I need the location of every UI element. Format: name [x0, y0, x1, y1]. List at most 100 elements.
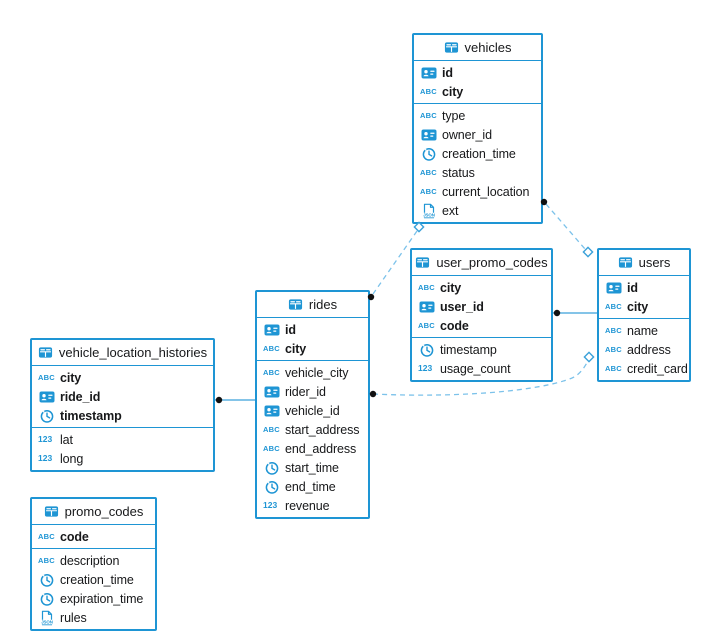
many-end-diamond-marker — [582, 246, 594, 258]
id-type-icon — [263, 384, 281, 400]
column-vehicle_location_histories-long[interactable]: 123 long — [32, 449, 213, 468]
table-title: vehicles — [464, 40, 512, 55]
column-vehicles-city[interactable]: ABC city — [414, 82, 541, 101]
time-type-icon — [263, 460, 281, 476]
table-title: vehicle_location_histories — [58, 345, 208, 360]
table-header[interactable]: vehicle_location_histories — [32, 340, 213, 366]
time-type-icon — [420, 146, 438, 162]
column-name: city — [440, 280, 462, 295]
relationship-line — [545, 203, 586, 250]
column-name: city — [285, 341, 307, 356]
column-rides-rider_id[interactable]: rider_id — [257, 382, 368, 401]
table-icon — [618, 255, 633, 270]
text-type-icon: ABC — [263, 367, 280, 377]
column-vehicles-owner_id[interactable]: owner_id — [414, 125, 541, 144]
one-end-dot-marker — [215, 396, 223, 404]
many-end-diamond-marker — [583, 351, 595, 363]
column-user_promo_codes-timestamp[interactable]: timestamp — [412, 340, 551, 359]
column-user_promo_codes-user_id[interactable]: user_id — [412, 297, 551, 316]
column-name: current_location — [442, 184, 530, 199]
column-name: timestamp — [60, 408, 122, 423]
relationship-vehicle_location_histories-rides[interactable] — [215, 396, 255, 404]
column-name: long — [60, 451, 84, 466]
column-name: end_time — [285, 479, 336, 494]
column-promo_codes-creation_time[interactable]: creation_time — [32, 570, 155, 589]
column-vehicles-id[interactable]: id — [414, 63, 541, 82]
column-vehicles-creation_time[interactable]: creation_time — [414, 144, 541, 163]
number-type-icon: 123 — [38, 434, 53, 445]
column-rides-start_time[interactable]: start_time — [257, 458, 368, 477]
column-name: city — [442, 84, 464, 99]
text-type-icon: ABC — [420, 86, 437, 96]
id-type-icon — [38, 389, 56, 405]
column-name: id — [285, 322, 296, 337]
table-header[interactable]: users — [599, 250, 689, 276]
column-rides-end_time[interactable]: end_time — [257, 477, 368, 496]
column-name: usage_count — [440, 361, 511, 376]
column-name: code — [440, 318, 469, 333]
column-name: rules — [60, 610, 87, 625]
column-name: user_id — [440, 299, 484, 314]
time-type-icon — [38, 591, 56, 607]
number-type-icon: 123 — [263, 500, 278, 511]
column-vehicle_location_histories-timestamp[interactable]: timestamp — [32, 406, 213, 425]
column-rides-vehicle_city[interactable]: ABC vehicle_city — [257, 363, 368, 382]
table-header[interactable]: vehicles — [414, 35, 541, 61]
column-promo_codes-rules[interactable]: JSON rules — [32, 608, 155, 627]
column-name: end_address — [285, 441, 357, 456]
table-header[interactable]: rides — [257, 292, 368, 318]
svg-text:JSON: JSON — [423, 212, 435, 217]
table-icon — [44, 504, 59, 519]
text-type-icon: ABC — [605, 325, 622, 335]
svg-text:JSON: JSON — [41, 619, 53, 624]
table-header[interactable]: user_promo_codes — [412, 250, 551, 276]
column-name: city — [627, 299, 649, 314]
column-promo_codes-expiration_time[interactable]: expiration_time — [32, 589, 155, 608]
column-name: timestamp — [440, 342, 497, 357]
text-type-icon: ABC — [420, 110, 437, 120]
column-name: vehicle_city — [285, 365, 349, 380]
table-icon — [444, 40, 459, 55]
table-header[interactable]: promo_codes — [32, 499, 155, 525]
column-name: expiration_time — [60, 591, 144, 606]
number-type-icon: 123 — [38, 453, 53, 464]
column-name: ride_id — [60, 389, 101, 404]
column-rides-id[interactable]: id — [257, 320, 368, 339]
relationship-user_promo_codes-users[interactable] — [553, 309, 597, 317]
id-type-icon — [420, 65, 438, 81]
column-users-id[interactable]: id — [599, 278, 689, 297]
column-rides-vehicle_id[interactable]: vehicle_id — [257, 401, 368, 420]
column-name: credit_card — [627, 361, 688, 376]
column-vehicle_location_histories-ride_id[interactable]: ride_id — [32, 387, 213, 406]
id-type-icon — [420, 127, 438, 143]
